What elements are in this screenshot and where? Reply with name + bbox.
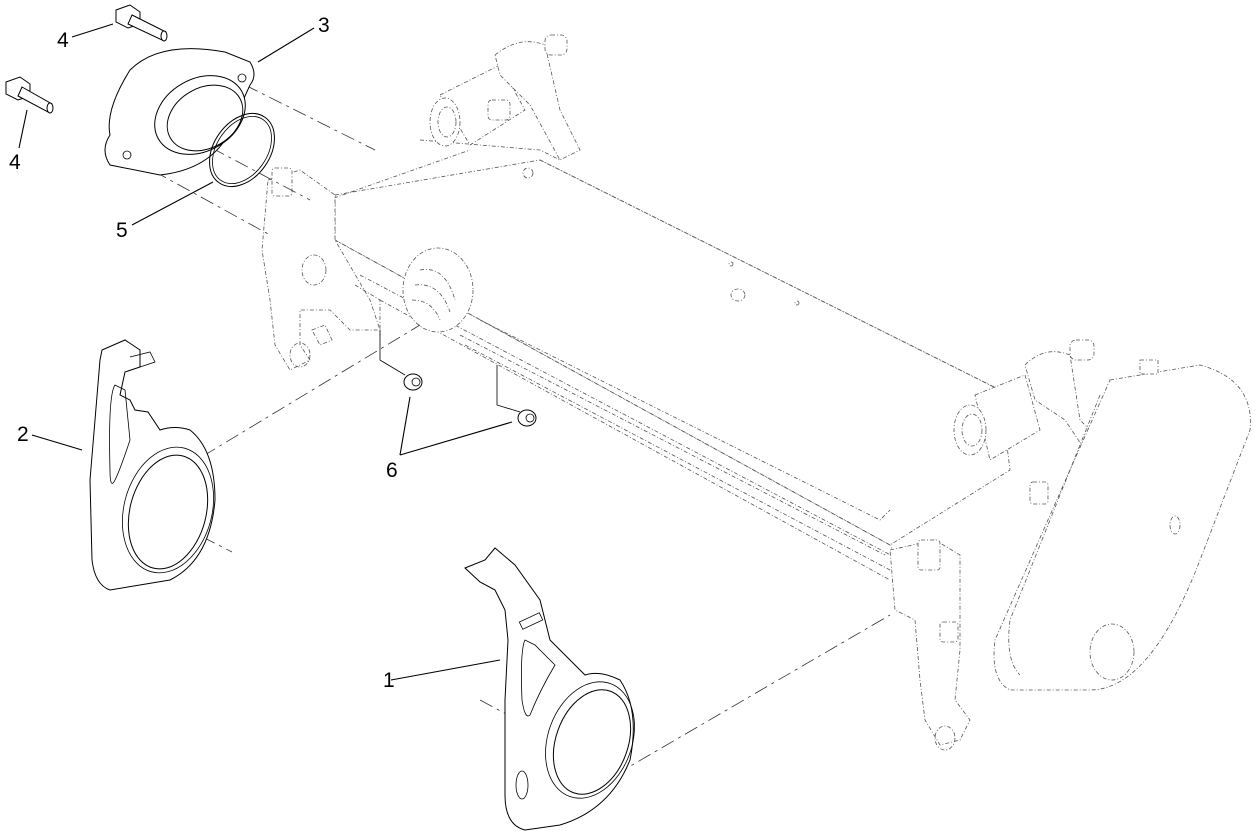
leader-lines bbox=[18, 23, 513, 681]
o-ring bbox=[209, 113, 275, 187]
callout-3: 3 bbox=[318, 14, 330, 37]
leader-5 bbox=[131, 181, 214, 226]
callout-6: 6 bbox=[386, 459, 398, 482]
callout-4-upper: 4 bbox=[57, 29, 69, 52]
frame-left-plate bbox=[261, 169, 381, 371]
leader-3 bbox=[257, 27, 315, 63]
left-pulley bbox=[402, 247, 474, 333]
right-bracket bbox=[464, 547, 635, 831]
leader-4a bbox=[71, 23, 114, 38]
callout-2: 2 bbox=[17, 423, 29, 446]
frame-top-plate bbox=[334, 159, 1011, 546]
nuts bbox=[403, 373, 537, 427]
bolt-upper bbox=[115, 4, 168, 42]
top-knob-right bbox=[953, 374, 1041, 461]
callout-4-lower: 4 bbox=[9, 151, 21, 174]
callout-5: 5 bbox=[116, 219, 128, 242]
right-arm bbox=[1024, 351, 1101, 451]
callout-1: 1 bbox=[383, 669, 395, 692]
frame-assembly bbox=[261, 34, 1251, 751]
bolt-lower bbox=[5, 76, 54, 114]
leader-6b bbox=[399, 421, 513, 456]
leader-6a bbox=[399, 396, 411, 456]
top-arm bbox=[494, 41, 581, 161]
leader-1 bbox=[390, 659, 501, 681]
bearing-housing bbox=[104, 48, 255, 176]
leader-2 bbox=[31, 434, 83, 451]
left-bracket bbox=[89, 339, 216, 591]
gearbox-cover bbox=[993, 364, 1251, 691]
frame-right-plate bbox=[889, 539, 971, 746]
leader-4b bbox=[18, 109, 28, 149]
top-knob-left bbox=[429, 64, 526, 147]
